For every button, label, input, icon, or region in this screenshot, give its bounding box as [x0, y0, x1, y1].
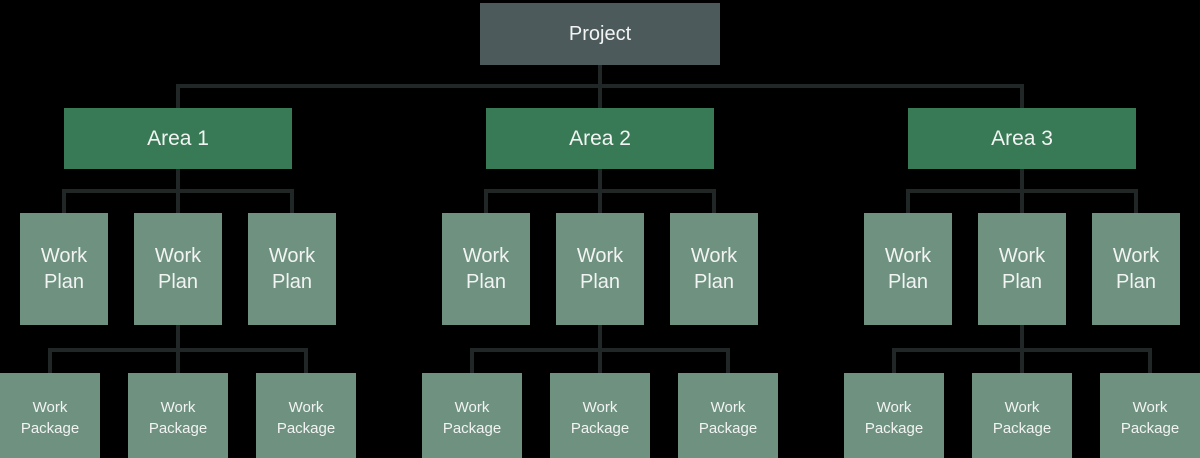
- work-plan-node: Work Plan: [248, 213, 336, 325]
- connector-line: [176, 84, 180, 108]
- work-plan-node: Work Plan: [556, 213, 644, 325]
- connector-line: [598, 325, 602, 352]
- connector-line: [1020, 325, 1024, 352]
- connector-line: [304, 348, 308, 373]
- connector-line: [726, 348, 730, 373]
- connector-line: [598, 169, 602, 193]
- work-package-node: Work Package: [678, 373, 778, 458]
- work-package-node: Work Package: [972, 373, 1072, 458]
- connector-line: [906, 189, 910, 213]
- area-1-node: Area 1: [64, 108, 292, 169]
- work-package-node: Work Package: [0, 373, 100, 458]
- area-3-node: Area 3: [908, 108, 1136, 169]
- connector-line: [1134, 189, 1138, 213]
- connector-line: [484, 189, 488, 213]
- work-package-node: Work Package: [550, 373, 650, 458]
- connector-line: [1020, 169, 1024, 193]
- project-node: Project: [480, 3, 720, 65]
- area-2-node: Area 2: [486, 108, 714, 169]
- connector-line: [712, 189, 716, 213]
- connector-line: [48, 348, 52, 373]
- connector-line: [1020, 189, 1024, 213]
- work-plan-node: Work Plan: [134, 213, 222, 325]
- connector-line: [290, 189, 294, 213]
- work-plan-node: Work Plan: [670, 213, 758, 325]
- connector-line: [598, 348, 602, 373]
- connector-line: [176, 348, 180, 373]
- work-plan-node: Work Plan: [978, 213, 1066, 325]
- work-package-node: Work Package: [844, 373, 944, 458]
- connector-line: [1020, 84, 1024, 108]
- connector-line: [1148, 348, 1152, 373]
- connector-line: [892, 348, 896, 373]
- connector-line: [1020, 348, 1024, 373]
- connector-line: [598, 189, 602, 213]
- work-package-node: Work Package: [128, 373, 228, 458]
- connector-line: [470, 348, 474, 373]
- work-plan-node: Work Plan: [1092, 213, 1180, 325]
- connector-line: [62, 189, 66, 213]
- work-package-node: Work Package: [422, 373, 522, 458]
- connector-line: [176, 189, 180, 213]
- work-plan-node: Work Plan: [864, 213, 952, 325]
- work-package-node: Work Package: [1100, 373, 1200, 458]
- work-package-node: Work Package: [256, 373, 356, 458]
- work-plan-node: Work Plan: [442, 213, 530, 325]
- connector-line: [176, 325, 180, 352]
- connector-line: [598, 84, 602, 108]
- connector-line: [598, 65, 602, 88]
- connector-line: [176, 169, 180, 193]
- work-plan-node: Work Plan: [20, 213, 108, 325]
